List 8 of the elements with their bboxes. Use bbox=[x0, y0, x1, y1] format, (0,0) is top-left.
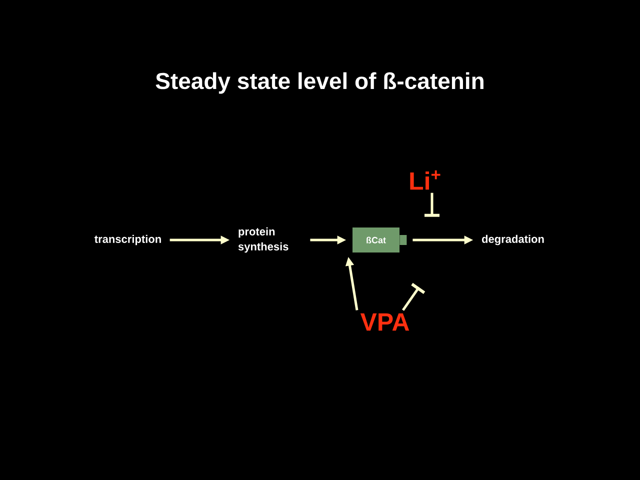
process-label: degradation bbox=[482, 234, 544, 246]
process-label: protein synthesis bbox=[238, 227, 288, 253]
protein-box: ßCat bbox=[352, 228, 407, 252]
drug-label: VPA bbox=[360, 313, 410, 331]
title: Steady state level of ß-catenin bbox=[156, 72, 484, 94]
drug-label: Li$^{+}$ bbox=[410, 170, 440, 190]
process-label: transcription bbox=[94, 234, 161, 246]
inhibition-line bbox=[424, 192, 440, 217]
